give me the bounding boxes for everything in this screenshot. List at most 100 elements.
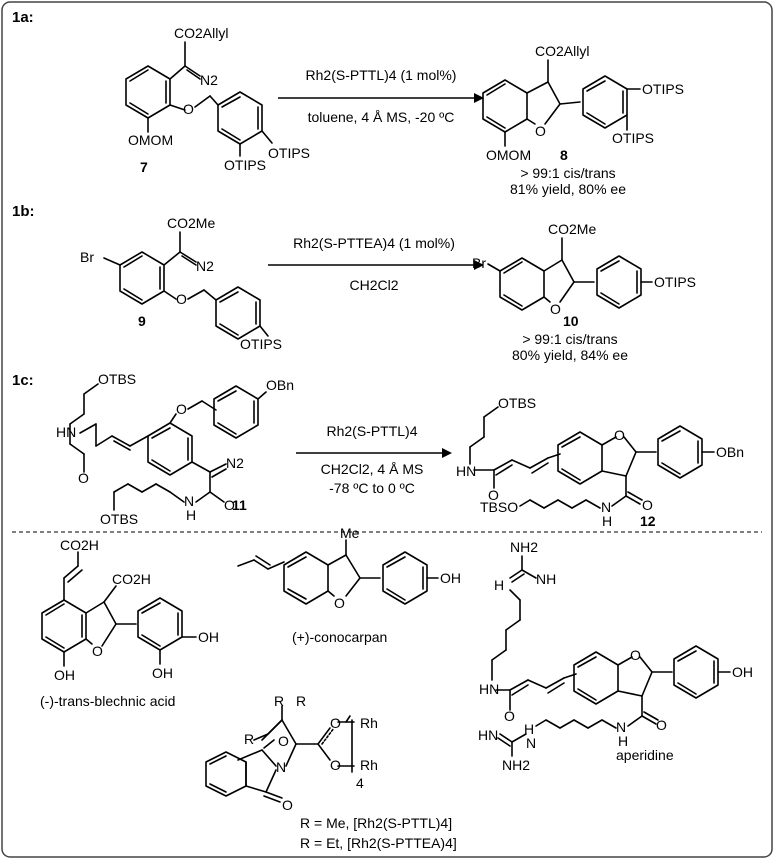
section-label-1a: 1a:	[12, 9, 34, 26]
amide-o-label-12a: O	[488, 487, 499, 503]
otips-label-7b: OTIPS	[224, 157, 266, 173]
otbs-label-11a: OTBS	[98, 371, 136, 387]
furan-o-label-10: O	[550, 301, 561, 317]
co2h-label-blechnic-a: CO2H	[60, 537, 99, 553]
natural-product-name-aperidine: aperidine	[616, 747, 674, 763]
condition-1a-solvent: toluene, 4 Å MS, -20 ºC	[308, 109, 455, 125]
rh-label-catalyst-b: Rh	[360, 757, 378, 773]
h-label-aperidine: H	[494, 577, 504, 593]
compound-11	[69, 383, 267, 511]
compound-7	[125, 41, 273, 157]
otbs-label-12: OTBS	[498, 395, 536, 411]
structure-rh-catalyst	[205, 705, 355, 803]
ether-o-label-11: O	[176, 401, 187, 417]
tbso-label-12: TBSO	[480, 499, 518, 515]
n-label-12: N	[601, 499, 611, 515]
nh2-label-aperidine-b: NH2	[502, 757, 530, 773]
h-label-12: H	[602, 513, 612, 529]
n2-label-7: N2	[200, 72, 218, 88]
co2me-label-9: CO2Me	[167, 215, 215, 231]
n-label-aperidine-b: N	[526, 735, 536, 751]
arrow-head-1b	[474, 260, 484, 270]
condition-1c-solvent: CH2Cl2, 4 Å MS	[321, 461, 424, 477]
furan-o-label-12: O	[614, 427, 625, 443]
section-label-1b: 1b:	[12, 203, 35, 220]
co2allyl-label-8: CO2Allyl	[535, 43, 589, 59]
natural-product-name-blechnic: (-)-trans-blechnic acid	[40, 693, 175, 709]
furan-o-label-aperidine: O	[630, 647, 641, 663]
compound-12	[469, 406, 715, 509]
structure-blechnic-acid	[41, 551, 197, 667]
furan-o-label-conocarpan: O	[334, 595, 345, 611]
catalyst-legend-et: R = Et, [Rh2(S-PTTEA)4]	[300, 835, 457, 851]
n-label-catalyst: N	[276, 759, 286, 775]
amide-o-label-11a: O	[78, 470, 89, 486]
n2-label-11: N2	[226, 455, 244, 471]
result-1a-selectivity: > 99:1 cis/trans	[520, 165, 615, 181]
condition-1c-temperature: -78 ºC to 0 ºC	[329, 480, 415, 496]
oh-label-conocarpan: OH	[440, 570, 461, 586]
hn-label-11: HN	[56, 424, 76, 440]
catalyst-legend-me: R = Me, [Rh2(S-PTTL)4]	[300, 815, 452, 831]
ether-o-label-7: O	[183, 101, 194, 117]
condition-1b-solvent: CH2Cl2	[349, 277, 398, 293]
omom-label-8: OMOM	[486, 147, 531, 163]
hn-label-12: HN	[456, 463, 476, 479]
r-label-catalyst-a: R	[274, 693, 284, 709]
subscript-4-catalyst: 4	[356, 775, 364, 791]
furan-o-label-blechnic: O	[92, 643, 103, 659]
obn-label-11: OBn	[266, 377, 294, 393]
n2-label-9: N2	[196, 258, 214, 274]
o-label-catalyst-b: O	[330, 757, 341, 773]
compound-number-10: 10	[563, 313, 579, 329]
compound-9	[103, 231, 269, 340]
arrow-head-1a	[474, 93, 484, 103]
otips-label-8a: OTIPS	[642, 81, 684, 97]
br-label-9: Br	[80, 249, 94, 265]
h-label-aperidine-b: H	[618, 733, 628, 749]
h-label-aperidine-c: H	[524, 721, 534, 737]
nh-label-aperidine-a: NH	[536, 571, 556, 587]
otips-label-9: OTIPS	[240, 336, 282, 352]
otbs-label-11b: OTBS	[100, 511, 138, 527]
compound-number-11: 11	[232, 497, 247, 513]
oh-label-blechnic-c: OH	[54, 667, 75, 683]
condition-1b-catalyst: Rh2(S-PTTEA)4 (1 mol%)	[293, 235, 455, 251]
oh-label-aperidine: OH	[732, 664, 753, 680]
br-label-10: Br	[472, 255, 486, 271]
section-label-1c: 1c:	[12, 372, 34, 389]
compound-number-8: 8	[560, 147, 568, 163]
result-1b-selectivity: > 99:1 cis/trans	[522, 331, 617, 347]
compound-number-12: 12	[640, 513, 656, 529]
otips-label-10: OTIPS	[654, 274, 696, 290]
obn-label-12: OBn	[716, 444, 744, 460]
omom-label-7: OMOM	[128, 132, 173, 148]
r-label-catalyst-c: R	[244, 731, 254, 747]
compound-10	[487, 237, 653, 311]
amide-o-label-aperidine-a: O	[504, 708, 515, 724]
n-label-aperidine: N	[616, 719, 626, 735]
compound-number-7: 7	[140, 159, 148, 175]
hn-label-aperidine: HN	[479, 681, 499, 697]
o-label-catalyst-c: O	[278, 733, 289, 749]
structure-conocarpan	[237, 539, 439, 605]
structure-aperidine	[491, 555, 731, 757]
o-label-catalyst-a: O	[330, 715, 341, 731]
natural-product-name-conocarpan: (+)-conocarpan	[292, 629, 387, 645]
nh2-label-aperidine-a: NH2	[510, 539, 538, 555]
condition-1a-catalyst: Rh2(S-PTTL)4 (1 mol%)	[306, 67, 457, 83]
co2allyl-label-7: CO2Allyl	[174, 25, 228, 41]
h-label-11: H	[186, 507, 196, 523]
otips-label-8b: OTIPS	[612, 130, 654, 146]
compound-number-9: 9	[138, 313, 146, 329]
otips-label-7a: OTIPS	[268, 145, 310, 161]
amide-o-label-aperidine-b: O	[656, 717, 667, 733]
oh-label-blechnic-b: OH	[152, 665, 173, 681]
co2h-label-blechnic-b: CO2H	[112, 571, 151, 587]
o-label-catalyst-d: O	[282, 797, 293, 813]
result-1b-yield: 80% yield, 84% ee	[512, 347, 628, 363]
amide-o-label-11b: O	[224, 497, 235, 513]
hn-label-aperidine-b: HN	[478, 727, 498, 743]
